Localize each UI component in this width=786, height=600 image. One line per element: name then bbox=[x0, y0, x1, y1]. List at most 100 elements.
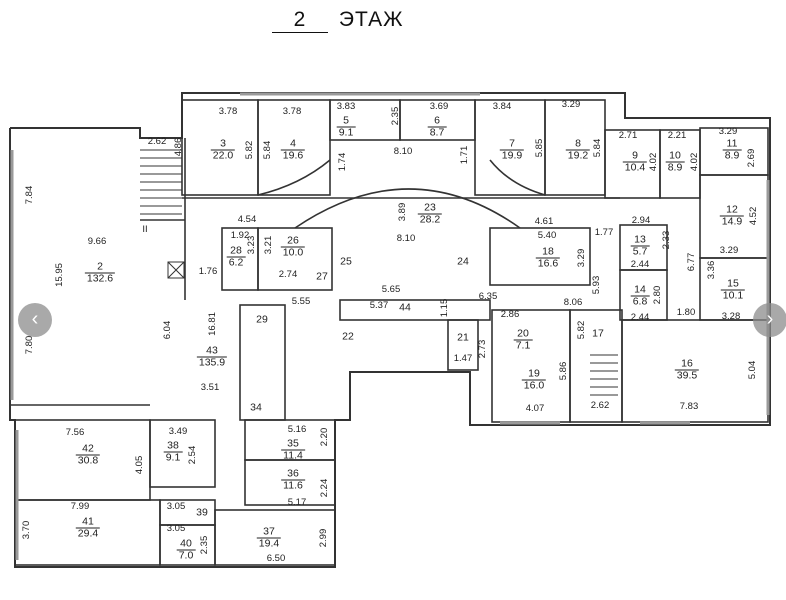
room-area: 16.0 bbox=[521, 379, 547, 392]
room-area: 5.7 bbox=[630, 245, 650, 258]
dimension-label: 4.02 bbox=[689, 152, 700, 172]
dimension-label: 3.21 bbox=[263, 235, 274, 255]
room-area: 7.0 bbox=[176, 549, 196, 562]
dimension-label: 4.07 bbox=[525, 403, 545, 414]
room-number: 9 bbox=[632, 149, 638, 162]
floor-number: 2 bbox=[272, 8, 328, 33]
room-number: 12 bbox=[726, 203, 738, 216]
room-number: 17 bbox=[592, 327, 604, 340]
room-number: 41 bbox=[82, 515, 94, 528]
room-number: 20 bbox=[517, 327, 529, 340]
dimension-label: 4.05 bbox=[134, 455, 145, 475]
dimension-label: 1.92 bbox=[230, 230, 250, 241]
next-image-button[interactable]: › bbox=[753, 303, 786, 337]
dimension-label: 9.66 bbox=[87, 236, 107, 247]
room-number: 15 bbox=[727, 277, 739, 290]
dimension-label: 3.84 bbox=[492, 101, 512, 112]
dimension-label: 2.74 bbox=[278, 269, 298, 280]
floor-label: ЭТАЖ bbox=[338, 8, 404, 31]
dimension-label: 5.93 bbox=[591, 275, 602, 295]
dimension-label: 5.37 bbox=[369, 300, 389, 311]
room-number: 28 bbox=[230, 244, 242, 257]
room-number: 23 bbox=[424, 201, 436, 214]
dimension-label: 5.84 bbox=[592, 138, 603, 158]
dimension-label: 7.83 bbox=[679, 401, 699, 412]
room-number: 2 bbox=[97, 260, 103, 273]
room-39: 39 bbox=[194, 506, 210, 519]
room-area: 10.0 bbox=[280, 246, 306, 259]
dimension-label: 5.16 bbox=[287, 424, 307, 435]
room-area: 29.4 bbox=[75, 527, 101, 540]
dimension-label: 3.69 bbox=[429, 101, 449, 112]
dimension-label: 4.61 bbox=[534, 216, 554, 227]
room-number: 39 bbox=[196, 506, 208, 519]
room-area: 10.4 bbox=[622, 161, 648, 174]
room-number: 43 bbox=[206, 344, 218, 357]
dimension-label: 3.05 bbox=[166, 523, 186, 534]
dimension-label: 7.80 bbox=[24, 335, 35, 355]
stair-label: II bbox=[142, 224, 148, 235]
room-29: 29 bbox=[254, 314, 270, 326]
dimension-label: 6.35 bbox=[478, 291, 498, 302]
dimension-label: 6.50 bbox=[266, 553, 286, 564]
dimension-label: 1.47 bbox=[453, 353, 473, 364]
room-number: 24 bbox=[457, 255, 469, 268]
room-number: 6 bbox=[434, 114, 440, 127]
room-area: 11.6 bbox=[281, 479, 305, 492]
prev-image-button[interactable]: ‹ bbox=[18, 303, 52, 337]
room-21: 21 bbox=[455, 332, 471, 344]
dimension-label: 7.84 bbox=[24, 185, 35, 205]
dimension-label: 3.70 bbox=[21, 520, 32, 540]
dimension-label: 5.85 bbox=[534, 138, 545, 158]
dimension-label: 3.51 bbox=[200, 382, 220, 393]
dimension-label: 6.77 bbox=[686, 252, 697, 272]
dimension-label: 3.89 bbox=[397, 202, 408, 222]
dimension-label: 2.80 bbox=[652, 285, 663, 305]
room-area: 9.1 bbox=[163, 451, 183, 464]
room-number: 10 bbox=[669, 149, 681, 162]
room-number: 34 bbox=[250, 401, 262, 414]
room-number: 4 bbox=[290, 137, 296, 150]
dimension-label: 2.21 bbox=[667, 130, 687, 141]
room-area: 6.2 bbox=[226, 256, 246, 269]
room-area: 6.8 bbox=[630, 295, 650, 308]
dimension-label: 1.15 bbox=[439, 298, 450, 318]
dimension-label: 1.77 bbox=[594, 227, 614, 238]
dimension-label: 3.83 bbox=[336, 101, 356, 112]
room-17: 17 bbox=[590, 327, 606, 340]
room-area: 8.7 bbox=[427, 126, 447, 139]
dimension-label: 3.78 bbox=[218, 106, 238, 117]
room-number: 7 bbox=[509, 137, 515, 150]
room-number: 3 bbox=[220, 137, 226, 150]
room-area: 19.2 bbox=[565, 149, 591, 162]
dimension-label: 5.04 bbox=[747, 360, 758, 380]
room-number: 40 bbox=[180, 537, 192, 550]
dimension-label: 2.33 bbox=[661, 230, 672, 250]
dimension-label: 2.99 bbox=[318, 528, 329, 548]
room-number: 26 bbox=[287, 234, 299, 247]
room-number: 38 bbox=[167, 439, 179, 452]
room-number: 35 bbox=[287, 437, 299, 450]
dimension-label: 2.54 bbox=[187, 445, 198, 465]
dimension-label: 8.10 bbox=[396, 233, 416, 244]
dimension-label: 5.86 bbox=[558, 361, 569, 381]
dimension-label: 5.65 bbox=[381, 284, 401, 295]
dimension-label: 8.10 bbox=[393, 146, 413, 157]
dimension-label: 2.24 bbox=[319, 478, 330, 498]
room-number: 37 bbox=[263, 525, 275, 538]
dimension-label: 2.62 bbox=[590, 400, 610, 411]
windows bbox=[10, 92, 770, 560]
dimension-label: 4.54 bbox=[237, 214, 257, 225]
